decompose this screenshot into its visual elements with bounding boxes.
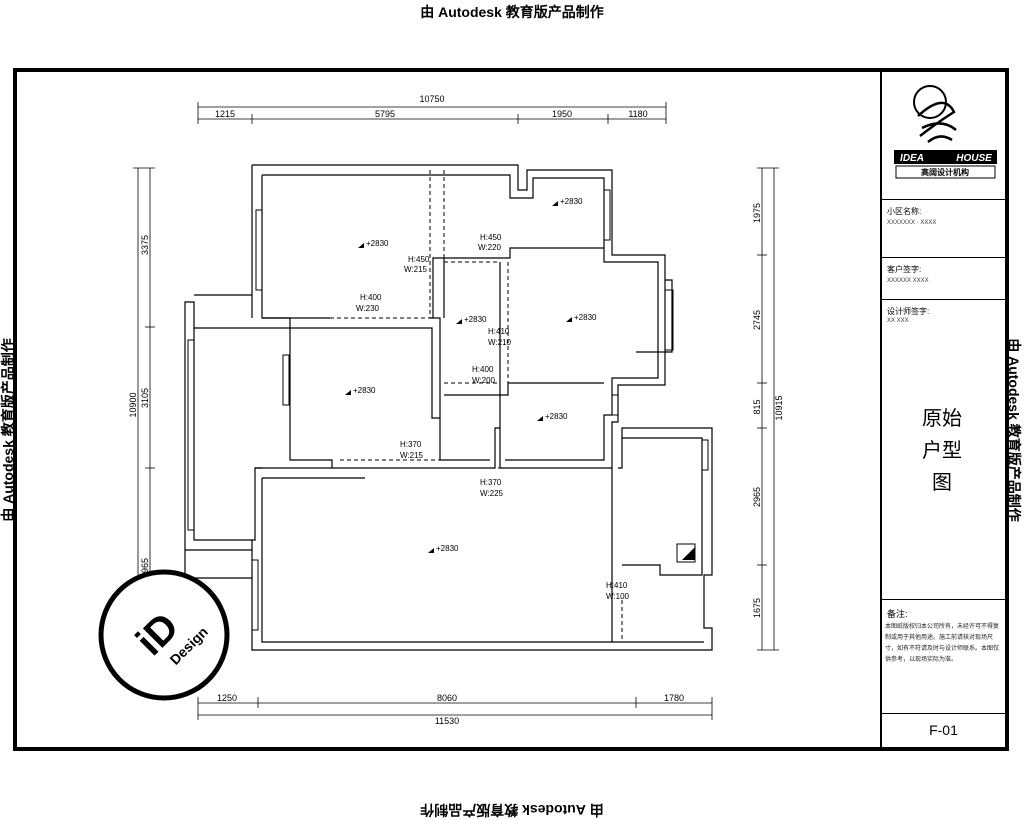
opening-h: H:370: [480, 478, 502, 487]
dim-bottom-2: 8060: [437, 693, 457, 703]
opening-w: W:230: [356, 304, 380, 313]
dim-left-3: 3965: [140, 558, 150, 578]
dim-top-3: 1950: [552, 109, 572, 119]
plan-walls: [184, 164, 713, 651]
sheet-number: F-01: [929, 722, 958, 738]
opening-lines: [330, 170, 623, 642]
project-name-label: 小区名称:: [887, 207, 922, 216]
svg-text:高阔设计机构: 高阔设计机构: [921, 167, 969, 177]
elevation-label: +2830: [574, 313, 597, 322]
dim-bottom-total: 11530: [435, 716, 459, 726]
svg-text:HOUSE: HOUSE: [956, 153, 992, 164]
elevation-label: +2830: [436, 544, 459, 553]
opening-h: H:410: [488, 327, 510, 336]
elevation-markers: [345, 201, 572, 553]
drawing-frame: [13, 68, 1009, 751]
drawing-title-cell: 设计师签字: XX XXX: [882, 300, 1005, 600]
opening-w: W:225: [480, 489, 504, 498]
flue-fixture: [676, 543, 696, 563]
dim-top-4: 1180: [628, 109, 647, 119]
dim-right-4: 2965: [752, 487, 762, 507]
elevation-label: +2830: [464, 315, 487, 324]
dim-left-2: 3105: [140, 388, 150, 408]
opening-w: W:210: [488, 338, 512, 347]
drawing-title: 原始户型图: [922, 406, 962, 494]
dim-bottom-3: 1780: [664, 693, 684, 703]
title-block: IDEA HOUSE 高阔设计机构 小区名称: XXXXXXX · XXXX 客…: [880, 72, 1005, 747]
brand-cell: IDEA HOUSE 高阔设计机构: [882, 72, 1005, 200]
client-value: XXXXXX XXXX: [887, 278, 929, 284]
dim-top-1: 1215: [215, 109, 235, 119]
idea-house-logo: IDEA HOUSE 高阔设计机构: [894, 85, 997, 179]
opening-w: W:100: [606, 592, 630, 601]
notes-cell: [882, 600, 1005, 714]
opening-h: H:450: [480, 233, 502, 242]
elevation-label: +2830: [353, 386, 376, 395]
dimension-lines: [133, 102, 779, 720]
id-design-logo: iD Design: [98, 569, 230, 701]
client-cell: 客户签字: XXXXXX XXXX: [882, 258, 1005, 300]
designer-value: XX XXX: [887, 318, 909, 324]
dim-bottom-1: 1250: [217, 693, 237, 703]
dim-right-total: 10915: [774, 395, 784, 420]
notes-text: 本图纸版权归本公司所有，未经许可不得复制或用于其他用途。施工前请核对现场尺寸，如…: [885, 624, 1000, 663]
windows: [187, 189, 709, 631]
project-name-cell: 小区名称: XXXXXXX · XXXX: [882, 200, 1005, 258]
opening-w: W:215: [400, 451, 424, 460]
elevation-label: +2830: [560, 197, 583, 206]
client-label: 客户签字:: [887, 265, 922, 274]
dim-top-total: 10750: [419, 94, 444, 104]
dim-left-total: 10900: [128, 392, 138, 417]
notes-label: 备注:: [887, 609, 908, 619]
project-name-value: XXXXXXX · XXXX: [887, 220, 937, 226]
dim-right-5: 1675: [752, 598, 762, 618]
opening-w: W:200: [472, 376, 496, 385]
watermark-top: 由 Autodesk 教育版产品制作: [420, 4, 604, 20]
dim-top-2: 5795: [375, 109, 395, 119]
elevation-label: +2830: [366, 239, 389, 248]
opening-w: W:215: [404, 265, 428, 274]
svg-text:IDEA: IDEA: [900, 153, 924, 164]
opening-h: H:400: [360, 293, 382, 302]
opening-h: H:400: [472, 365, 494, 374]
opening-h: H:410: [606, 581, 628, 590]
opening-h: H:450: [408, 255, 430, 264]
dim-left-1: 3375: [140, 235, 150, 255]
dim-right-2: 2745: [752, 310, 762, 330]
dim-right-3: 815: [752, 399, 762, 414]
designer-label: 设计师签字:: [887, 307, 930, 316]
opening-w: W:220: [478, 243, 502, 252]
elevation-label: +2830: [545, 412, 568, 421]
dim-right-1: 1975: [752, 203, 762, 223]
opening-h: H:370: [400, 440, 422, 449]
